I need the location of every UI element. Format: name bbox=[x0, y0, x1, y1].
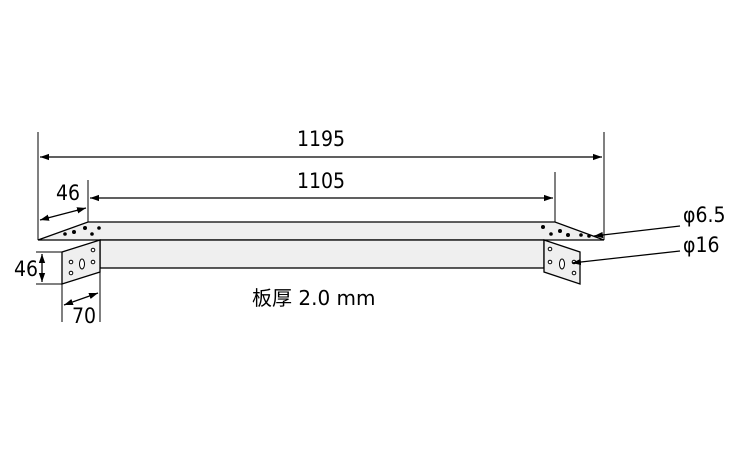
top-plate-hole bbox=[579, 233, 583, 237]
flange-hole-small bbox=[90, 259, 96, 265]
dimension-line-flange-width bbox=[63, 292, 99, 306]
flange-width-label: 70 bbox=[72, 304, 96, 328]
top-plate-hole bbox=[566, 233, 570, 237]
flange-hole-small bbox=[547, 259, 553, 265]
end-offset-label: 46 bbox=[56, 181, 80, 205]
leader-line-large-hole bbox=[571, 250, 681, 266]
top-plate bbox=[37, 221, 605, 241]
top-plate-hole bbox=[541, 225, 545, 229]
large-hole-callout: φ16 bbox=[683, 233, 720, 257]
flange-hole-large bbox=[79, 258, 85, 270]
top-plate-hole bbox=[90, 232, 94, 236]
dimension-line-end-offset bbox=[39, 207, 87, 221]
flange-hole-small bbox=[68, 259, 74, 265]
top-plate-hole bbox=[558, 229, 562, 233]
top-plate-hole bbox=[63, 232, 67, 236]
flange-hole-small bbox=[90, 247, 96, 253]
top-plate-hole bbox=[83, 226, 87, 230]
leader-line-small-hole bbox=[593, 225, 681, 239]
front-web bbox=[99, 239, 545, 269]
flange-hole-small bbox=[547, 246, 553, 252]
small-hole-callout: φ6.5 bbox=[683, 203, 726, 227]
top-plate-hole bbox=[587, 234, 591, 238]
flange-height-label: 46 bbox=[14, 257, 38, 281]
plate-thickness-note: 板厚 2.0 mm bbox=[252, 286, 376, 310]
top-plate-hole bbox=[549, 232, 553, 236]
flange-hole-large bbox=[559, 258, 565, 270]
top-plate-hole bbox=[72, 230, 76, 234]
top-plate-hole bbox=[97, 226, 101, 230]
inner-length-label: 1105 bbox=[297, 169, 345, 193]
flange-hole-small bbox=[571, 270, 577, 276]
flange-hole-small bbox=[68, 270, 74, 276]
overall-length-label: 1195 bbox=[297, 127, 345, 151]
